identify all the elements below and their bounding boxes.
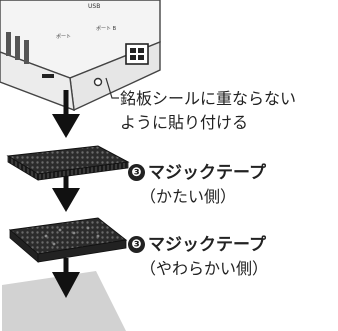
mounting-surface bbox=[2, 271, 126, 331]
velcro-soft-side bbox=[8, 217, 128, 263]
leader-line bbox=[105, 77, 119, 99]
connector-port-icon bbox=[125, 43, 149, 65]
part-side: （かたい側） bbox=[140, 187, 237, 206]
part-side: （やわらかい側） bbox=[140, 259, 269, 278]
velcro-hard-side bbox=[6, 145, 130, 181]
placement-note-line1: 銘板シールに重ならない bbox=[120, 89, 297, 108]
arrow-down-icon bbox=[52, 90, 80, 138]
placement-note-line2: ように貼り付ける bbox=[120, 113, 249, 132]
arrow-down-icon bbox=[52, 258, 80, 298]
device-label-a: USB bbox=[88, 3, 100, 10]
device-label-b: ポート bbox=[56, 33, 71, 40]
arrow-down-icon bbox=[52, 176, 80, 212]
part-number-badge: ❸ bbox=[128, 236, 145, 253]
part-number-badge: ❸ bbox=[128, 164, 145, 181]
placement-note: 銘板シールに重ならない ように貼り付ける bbox=[120, 87, 296, 135]
device-label-c: ポート B bbox=[96, 25, 117, 32]
device-unit: USB ポート ポート B bbox=[0, 0, 161, 112]
part-name: マジックテープ bbox=[148, 163, 266, 183]
part-name: マジックテープ bbox=[148, 235, 266, 255]
screw-hole-icon bbox=[93, 77, 103, 87]
